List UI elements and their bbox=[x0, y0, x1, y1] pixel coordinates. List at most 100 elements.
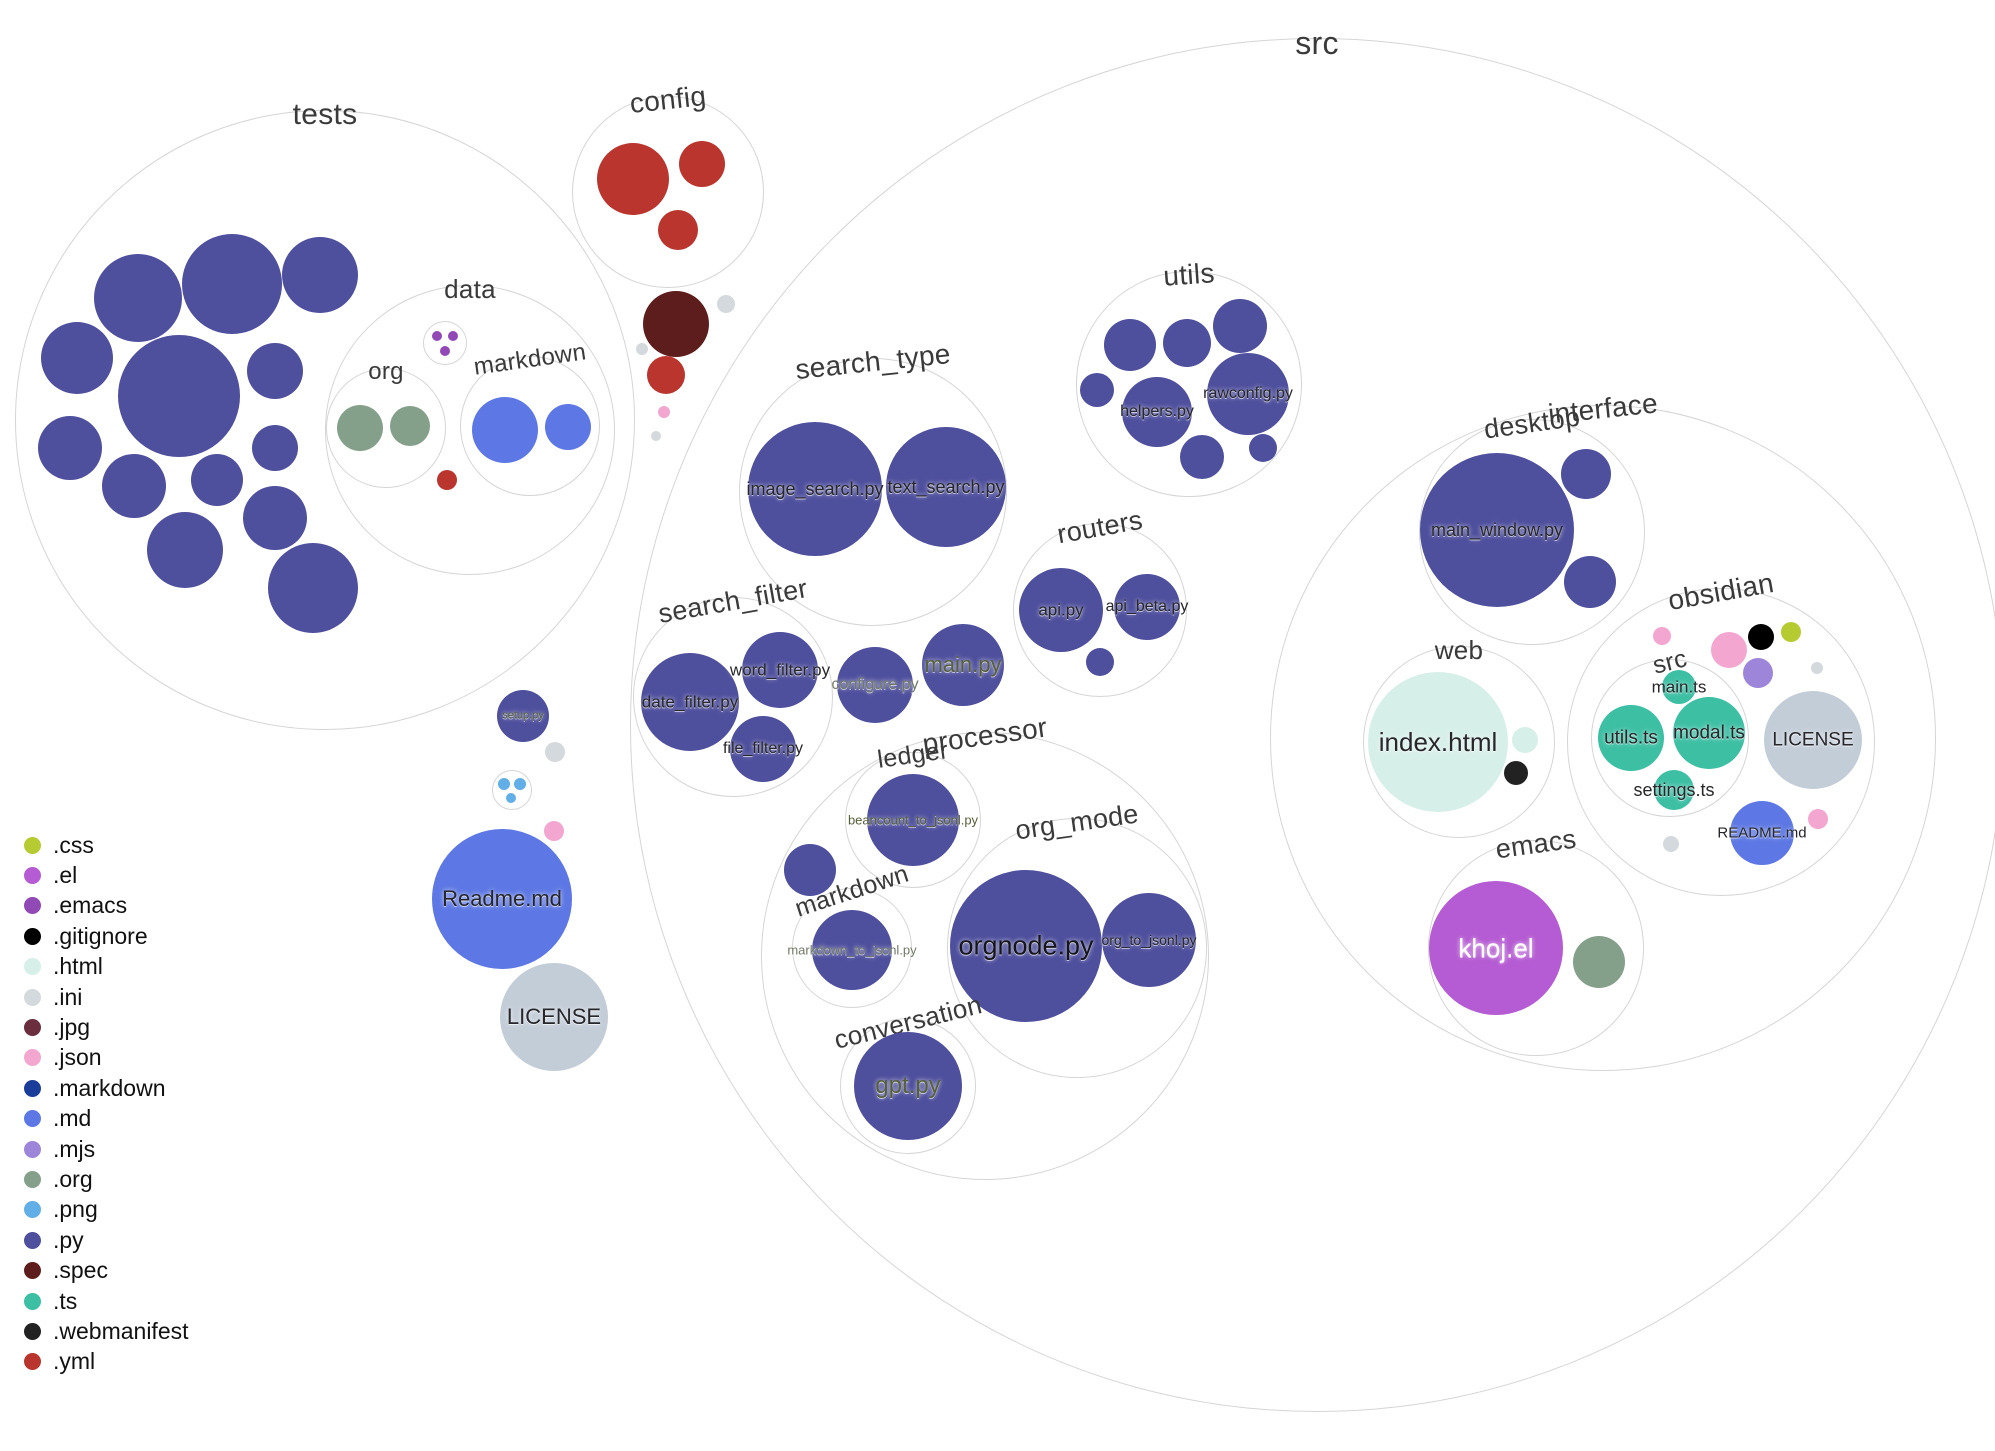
legend-label-css: .css bbox=[53, 831, 94, 858]
file-obs-readme-circle bbox=[1730, 801, 1794, 865]
dir-data-circle bbox=[325, 285, 615, 575]
file-modal-ts-circle bbox=[1673, 697, 1745, 769]
dir-data-emacs-circle bbox=[423, 321, 467, 365]
dir-ledger-circle bbox=[845, 752, 981, 888]
file-data-md-2-circle bbox=[545, 404, 591, 450]
file-index-html-label: index.html bbox=[1378, 727, 1498, 757]
legend-color-dot-emacs bbox=[24, 897, 41, 915]
file-tests-py-10-circle bbox=[252, 425, 298, 471]
file-orgnode-circle bbox=[950, 870, 1102, 1022]
file-routers-py-3-circle bbox=[1086, 648, 1114, 676]
file-desktop-py-3-circle bbox=[1564, 556, 1616, 608]
file-root-ini-1-circle bbox=[717, 295, 735, 313]
file-beancount-label: beancount_to_jsonl.py bbox=[847, 812, 979, 828]
file-index-html-circle bbox=[1368, 672, 1508, 812]
legend-item-gitignore: .gitignore bbox=[24, 921, 189, 951]
file-root-readme-label: Readme.md bbox=[442, 886, 562, 911]
file-image-search-circle bbox=[748, 422, 882, 556]
dir-desktop-circle bbox=[1419, 419, 1645, 645]
dir-proc-markdown-circle bbox=[792, 888, 912, 1008]
file-helpers-circle bbox=[1122, 377, 1192, 447]
dir-src-circle bbox=[630, 38, 1995, 1412]
file-tests-py-5-circle bbox=[118, 335, 240, 457]
file-root-license-circle bbox=[500, 963, 608, 1071]
file-settings-ts-label: settings.ts bbox=[1633, 780, 1715, 800]
dir-org-mode-circle bbox=[947, 818, 1207, 1078]
legend-color-dot-jpg bbox=[24, 1019, 41, 1037]
legend-color-dot-spec bbox=[24, 1262, 41, 1280]
file-desktop-py-2-circle bbox=[1561, 449, 1611, 499]
file-root-json-1-circle bbox=[658, 406, 670, 418]
legend-color-dot-gitignore bbox=[24, 927, 41, 945]
file-utils-py-6-circle bbox=[1249, 434, 1277, 462]
legend-item-emacs: .emacs bbox=[24, 891, 189, 921]
file-api-circle bbox=[1019, 568, 1103, 652]
file-data-yml-circle bbox=[437, 470, 457, 490]
file-obs-ini-2-circle bbox=[1663, 836, 1679, 852]
file-docs-png-2-circle bbox=[514, 778, 526, 790]
legend-item-py: .py bbox=[24, 1225, 189, 1255]
legend-item-json: .json bbox=[24, 1043, 189, 1073]
legend-item-css: .css bbox=[24, 830, 189, 860]
file-gpt-label: gpt.py bbox=[875, 1072, 941, 1099]
dir-obsidian-src-circle bbox=[1591, 659, 1749, 817]
legend-item-spec: .spec bbox=[24, 1255, 189, 1285]
file-khoj-el-circle bbox=[1429, 881, 1563, 1015]
dir-routers-circle bbox=[1013, 523, 1187, 697]
dir-utils-circle bbox=[1076, 271, 1302, 497]
dir-emacs-circle bbox=[1428, 840, 1644, 1056]
legend-label-md: .md bbox=[53, 1105, 92, 1132]
legend-label-el: .el bbox=[53, 862, 78, 889]
file-data-org-1-circle bbox=[337, 405, 383, 451]
file-tests-py-9-circle bbox=[191, 454, 243, 506]
legend-color-dot-webmanifest bbox=[24, 1322, 41, 1340]
legend-color-dot-py bbox=[24, 1231, 41, 1249]
file-helpers-label: helpers.py bbox=[1120, 403, 1194, 420]
legend-color-dot-yml bbox=[24, 1353, 41, 1371]
legend-label-mjs: .mjs bbox=[53, 1135, 96, 1162]
file-processor-py-circle bbox=[784, 844, 836, 896]
legend-label-ts: .ts bbox=[53, 1287, 78, 1314]
file-api-label: api.py bbox=[1038, 600, 1084, 620]
file-utils-py-1-circle bbox=[1104, 319, 1156, 371]
file-org-jsonl-circle bbox=[1102, 893, 1196, 987]
file-gpt-circle bbox=[854, 1032, 962, 1140]
file-data-emacs-3-circle bbox=[440, 346, 450, 356]
file-root-setup-circle bbox=[497, 690, 549, 742]
legend-label-spec: .spec bbox=[53, 1257, 108, 1284]
file-utils-py-4-circle bbox=[1080, 373, 1114, 407]
legend-color-dot-md bbox=[24, 1110, 41, 1128]
file-config-yml-1-circle bbox=[597, 143, 669, 215]
file-obs-css-circle bbox=[1781, 622, 1801, 642]
file-root-ini-4-circle bbox=[545, 742, 565, 762]
file-org-jsonl-label: org_to_jsonl.py bbox=[1101, 932, 1197, 948]
file-tests-py-6-circle bbox=[247, 343, 303, 399]
file-data-md-1-circle bbox=[472, 397, 538, 463]
legend-item-ini: .ini bbox=[24, 982, 189, 1012]
file-tests-py-12-circle bbox=[243, 486, 307, 550]
legend-color-dot-json bbox=[24, 1049, 41, 1067]
file-main-window-label: main_window.py bbox=[1430, 520, 1564, 540]
legend-item-org: .org bbox=[24, 1164, 189, 1194]
legend-label-json: .json bbox=[53, 1044, 102, 1071]
legend-color-dot-css bbox=[24, 836, 41, 854]
file-data-emacs-1-circle bbox=[432, 331, 442, 341]
file-utils-py-3-circle bbox=[1213, 299, 1267, 353]
legend-item-markdown: .markdown bbox=[24, 1073, 189, 1103]
legend-item-md: .md bbox=[24, 1104, 189, 1134]
dir-web-label: web bbox=[1434, 634, 1484, 665]
dir-interface-circle bbox=[1270, 405, 1936, 1071]
file-main-ts-circle bbox=[1662, 670, 1696, 704]
legend-color-dot-mjs bbox=[24, 1140, 41, 1158]
dir-data-markdown-circle bbox=[460, 356, 600, 496]
file-emacs-org-circle bbox=[1573, 936, 1625, 988]
legend-color-dot-ts bbox=[24, 1292, 41, 1310]
file-obs-json-2-circle bbox=[1653, 627, 1671, 645]
file-rawconfig-circle bbox=[1207, 353, 1289, 435]
legend-label-gitignore: .gitignore bbox=[53, 922, 148, 949]
file-main-ts-label: main.ts bbox=[1651, 677, 1707, 697]
file-khoj-el-label: khoj.el bbox=[1458, 933, 1534, 963]
file-date-filter-circle bbox=[641, 653, 739, 751]
file-utils-ts-label: utils.ts bbox=[1604, 727, 1658, 749]
